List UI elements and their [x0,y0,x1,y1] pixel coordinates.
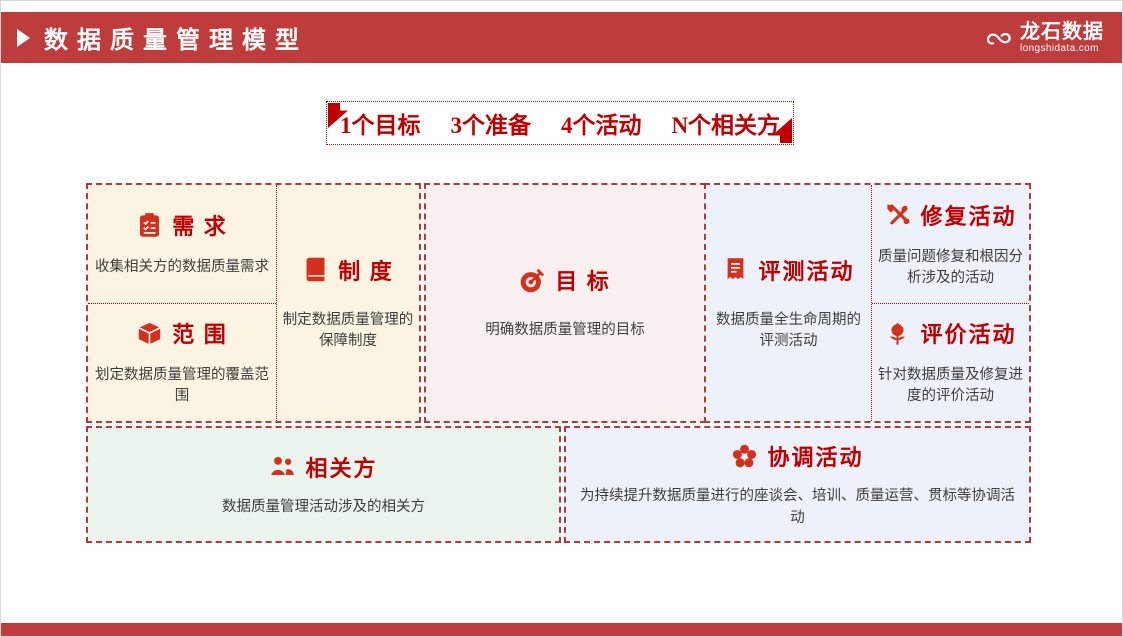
people-icon [269,453,296,480]
card-repair: 修复活动 质量问题修复和根因分析涉及的活动 [872,185,1029,304]
swirl-logo-icon [986,24,1013,51]
target-icon [519,267,546,294]
card-desc: 划定数据质量管理的覆盖范围 [95,367,269,405]
card-desc: 数据质量管理活动涉及的相关方 [222,498,425,515]
tools-icon [884,201,911,228]
clipboard-list-icon [136,212,163,239]
card-title: 相关方 [305,455,378,481]
card-title: 评价活动 [920,322,1017,348]
preparation-panel: 需 求 收集相关方的数据质量需求 范 围 划定数据质量管理的覆盖范围 [86,183,421,423]
gear-flower-icon [731,443,758,470]
company-logo: 龙石数据 longshidata.com [986,12,1104,63]
card-desc: 针对数据质量及修复进度的评价活动 [878,367,1023,405]
card-title: 目 标 [555,269,611,295]
card-evaluation: 评测活动 数据质量全生命周期的评测活动 [706,185,872,421]
banner-item-preparation: 3个准备 [450,113,531,138]
card-title: 协调活动 [767,445,864,471]
receipt-icon [722,256,749,283]
book-icon [302,256,329,283]
summary-banner: 1个目标 3个准备 4个活动 N个相关方 [326,101,794,145]
card-assessment: 评价活动 针对数据质量及修复进度的评价活动 [872,304,1029,422]
goal-panel: 目 标 明确数据质量管理的目标 [424,183,706,423]
page-title: 数据质量管理模型 [44,28,308,54]
card-title: 制 度 [338,258,394,284]
play-triangle-icon [17,28,30,47]
card-desc: 质量问题修复和根因分析涉及的活动 [878,248,1023,286]
footer-bar [1,623,1122,636]
card-desc: 数据质量全生命周期的评测活动 [716,311,861,349]
banner-item-activity: 4个活动 [560,113,642,138]
card-desc: 收集相关方的数据质量需求 [95,259,269,276]
card-requirement: 需 求 收集相关方的数据质量需求 [88,185,276,304]
flower-icon [884,320,911,347]
banner-item-stakeholder: N个相关方 [671,113,781,138]
card-title: 评测活动 [758,258,855,284]
header-bar: 数据质量管理模型 龙石数据 longshidata.com [1,12,1122,63]
card-scope: 范 围 划定数据质量管理的覆盖范围 [88,304,276,422]
banner-item-goal: 1个目标 [339,113,421,138]
card-title: 需 求 [172,214,228,240]
card-desc: 为持续提升数据质量进行的座谈会、培训、质量运营、贯标等协调活动 [580,488,1015,526]
logo-domain: longshidata.com [1020,43,1099,54]
card-desc: 明确数据质量管理的目标 [485,322,645,339]
card-desc: 制定数据质量管理的保障制度 [282,311,414,349]
card-policy: 制 度 制定数据质量管理的保障制度 [277,185,419,421]
coordination-panel: 协调活动 为持续提升数据质量进行的座谈会、培训、质量运营、贯标等协调活动 [564,426,1031,543]
card-title: 范 围 [172,322,228,348]
stakeholder-panel: 相关方 数据质量管理活动涉及的相关方 [86,426,561,543]
activities-panel: 评测活动 数据质量全生命周期的评测活动 修复活动 [704,183,1031,423]
logo-name: 龙石数据 [1020,19,1104,43]
card-title: 修复活动 [920,203,1017,229]
cube-icon [136,320,163,347]
